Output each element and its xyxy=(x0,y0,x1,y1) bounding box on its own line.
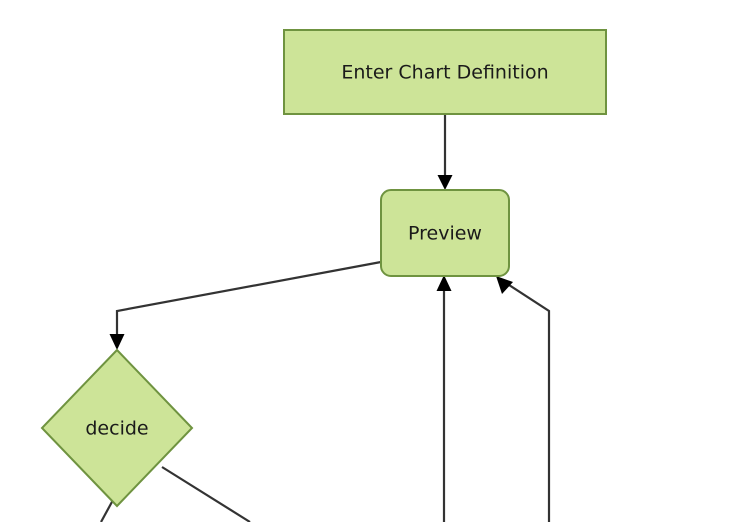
node-enter-chart-definition-shape[interactable] xyxy=(283,29,607,115)
node-decide-shape[interactable] xyxy=(40,348,194,508)
node-preview-shape[interactable] xyxy=(380,189,510,277)
node-enter-chart-definition-label: Enter Chart Definition xyxy=(341,62,548,84)
edge-enter-to-preview xyxy=(437,114,453,190)
node-decide[interactable]: decide xyxy=(40,348,194,508)
edge-decide-bottom-right-line xyxy=(161,466,251,522)
edge-decide-bottom-left-line xyxy=(100,499,114,522)
node-decide-label: decide xyxy=(85,418,148,440)
node-preview[interactable]: Preview xyxy=(380,189,510,277)
edge-enter-to-preview-arrowhead xyxy=(437,175,453,190)
edge-bottom-center-to-preview xyxy=(436,275,452,522)
node-preview-label: Preview xyxy=(408,223,482,245)
edge-decide-bottom-right xyxy=(161,466,251,522)
edge-layer xyxy=(100,114,551,522)
edge-bottom-right-to-preview-line xyxy=(502,280,551,522)
edge-preview-to-decide xyxy=(109,260,382,350)
edge-preview-to-decide-line xyxy=(115,260,382,340)
edge-bottom-right-to-preview xyxy=(496,276,551,522)
edge-bottom-right-to-preview-arrowhead xyxy=(496,276,513,294)
edge-decide-bottom-left xyxy=(100,499,114,522)
edge-bottom-center-to-preview-arrowhead xyxy=(436,275,452,291)
node-enter-chart-definition[interactable]: Enter Chart Definition xyxy=(283,29,607,115)
edge-preview-to-decide-arrowhead xyxy=(109,334,125,350)
node-layer: Enter Chart Definition Preview decide xyxy=(40,29,607,508)
